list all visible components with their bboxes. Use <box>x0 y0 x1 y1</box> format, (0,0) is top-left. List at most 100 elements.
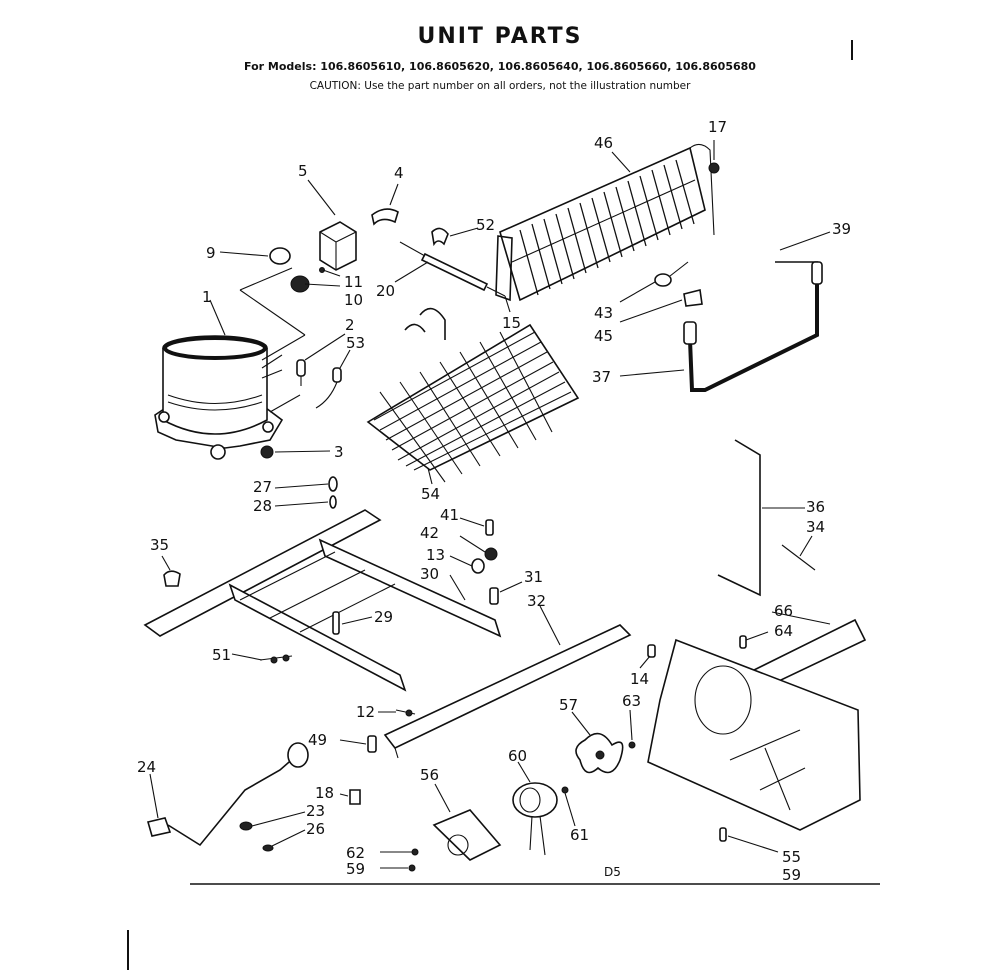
callout-36: 36 <box>806 498 825 516</box>
callout-45: 45 <box>594 327 613 345</box>
part-64-screw <box>739 635 747 649</box>
callout-54: 54 <box>421 485 440 503</box>
part-24-power-cord <box>147 742 309 847</box>
part-31-bolt <box>489 587 499 605</box>
part-2-fitting <box>296 359 306 386</box>
part-35-cap <box>163 570 181 587</box>
part-29-bolt <box>332 611 340 635</box>
callout-28: 28 <box>253 497 272 515</box>
callout-26: 26 <box>306 820 325 838</box>
callout-9: 9 <box>206 244 216 262</box>
part-4-clip <box>371 208 399 226</box>
callout-49: 49 <box>308 731 327 749</box>
part-12-screw <box>395 709 416 717</box>
part-5-relay-cover <box>319 221 357 271</box>
callout-23: 23 <box>306 802 325 820</box>
callout-14: 14 <box>630 670 649 688</box>
footer-code: D5 <box>604 865 621 879</box>
part-60-fan-motor <box>512 782 558 856</box>
callout-55: 55 <box>782 848 801 866</box>
part-43-grommet <box>654 261 689 287</box>
part-18-plug <box>349 789 361 805</box>
callout-20: 20 <box>376 282 395 300</box>
callout-15: 15 <box>502 314 521 332</box>
part-53-fitting <box>315 367 342 409</box>
part-1-compressor <box>154 335 284 460</box>
part-26-screw <box>262 844 274 852</box>
callout-11: 11 <box>344 273 363 291</box>
part-23-clamp <box>239 821 253 831</box>
part-17-screw <box>708 162 720 174</box>
callout-3: 3 <box>334 443 344 461</box>
callout-61: 61 <box>570 826 589 844</box>
part-54-evaporator <box>366 307 580 483</box>
callout-5: 5 <box>298 162 308 180</box>
callout-35: 35 <box>150 536 169 554</box>
callout-63: 63 <box>622 692 641 710</box>
callout-4: 4 <box>394 164 404 182</box>
callout-2: 2 <box>345 316 355 334</box>
model-list: For Models: 106.8605610, 106.8605620, 10… <box>244 60 756 73</box>
part-51-strap <box>259 654 293 664</box>
callout-59-left: 59 <box>346 860 365 878</box>
part-27-washer <box>328 476 338 492</box>
part-42-clip <box>484 547 498 561</box>
part-34-hose <box>781 544 816 571</box>
callout-37: 37 <box>592 368 611 386</box>
part-28-clip <box>329 495 337 509</box>
callout-60: 60 <box>508 747 527 765</box>
callout-64: 64 <box>774 622 793 640</box>
part-14-screw <box>647 644 656 658</box>
callout-56: 56 <box>420 766 439 784</box>
part-32-rail <box>383 624 632 759</box>
callout-51: 51 <box>212 646 231 664</box>
callout-57: 57 <box>559 696 578 714</box>
callout-12: 12 <box>356 703 375 721</box>
compressor-tube <box>269 394 301 413</box>
part-52-bracket <box>431 227 449 247</box>
callout-43: 43 <box>594 304 613 322</box>
leader-lines <box>149 140 831 869</box>
part-41-bolt <box>485 519 494 536</box>
callout-17: 17 <box>708 118 727 136</box>
callout-66: 66 <box>774 602 793 620</box>
callout-59-right: 59 <box>782 866 801 884</box>
part-63-washer <box>628 741 636 749</box>
callout-32: 32 <box>527 592 546 610</box>
part-61-clip <box>561 786 569 794</box>
callout-42: 42 <box>420 524 439 542</box>
callout-18: 18 <box>315 784 334 802</box>
caution-note: CAUTION: Use the part number on all orde… <box>309 80 691 92</box>
callout-24: 24 <box>137 758 156 776</box>
part-62-screw <box>411 848 419 856</box>
part-57-fan-blade <box>575 732 624 774</box>
part-9-relay <box>269 247 291 265</box>
part-3-grommet <box>260 445 274 459</box>
part-39-tube <box>688 261 823 392</box>
part-55-screw <box>719 827 727 842</box>
callout-53: 53 <box>346 334 365 352</box>
callout-46: 46 <box>594 134 613 152</box>
part-20-drier <box>399 241 506 297</box>
callout-30: 30 <box>420 565 439 583</box>
callout-34: 34 <box>806 518 825 536</box>
diagram-title: UNIT PARTS <box>417 24 583 49</box>
callout-29: 29 <box>374 608 393 626</box>
callout-27: 27 <box>253 478 272 496</box>
callout-31: 31 <box>524 568 543 586</box>
part-37-capillary <box>683 321 697 345</box>
callout-labels: 1 2 3 4 5 9 10 11 12 13 14 15 17 18 20 2… <box>137 118 851 884</box>
part-56-bracket <box>432 809 502 861</box>
part-45-clamp <box>683 289 703 307</box>
callout-62: 62 <box>346 844 365 862</box>
chassis-base <box>647 638 861 831</box>
callout-1: 1 <box>202 288 212 306</box>
part-49-clip <box>367 735 377 753</box>
callout-41: 41 <box>440 506 459 524</box>
part-30-frame <box>143 509 502 692</box>
callout-13: 13 <box>426 546 445 564</box>
part-13-spacer <box>471 558 485 574</box>
part-46-condenser <box>495 143 715 302</box>
part-36-tube <box>717 439 761 597</box>
